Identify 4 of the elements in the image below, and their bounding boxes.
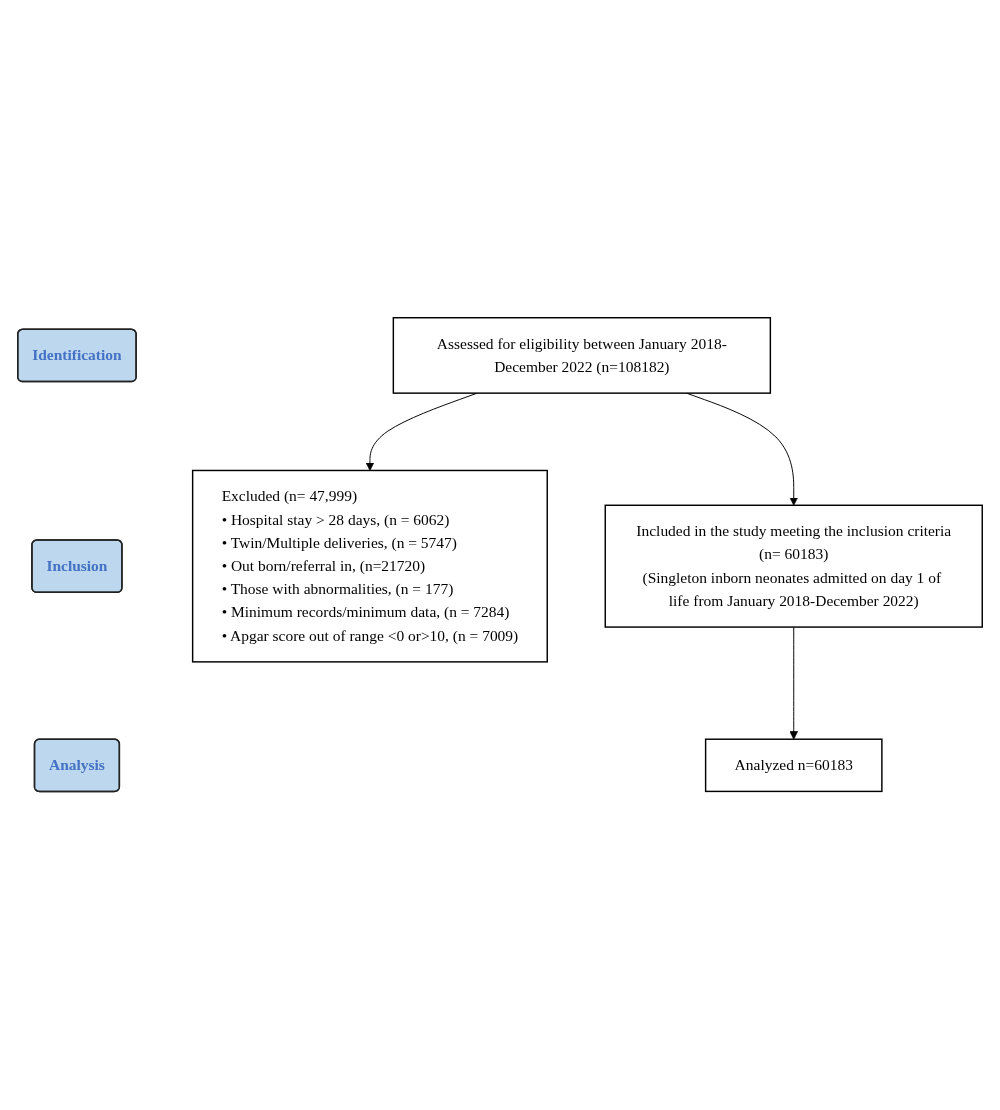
node-box: Assessed for eligibility between January 2018-December 2022 (n=108182): [392, 317, 772, 395]
node-box: Excluded (n= 47,999) • Hospital stay > 28 days, (n = 6062) • Twin/Multiple deliveries, (n = 5747) • Out born/referral in, (n=21720) • Those with abnormalities, (n = 177) • Minimum records/minimum data, (n = 7284) • Apgar score out of range <0 or>10, (n = 7009): [191, 470, 548, 663]
node-box: Analyzed n=60183: [704, 738, 883, 793]
node-box: Included in the study meeting the inclusion criteria (n= 60183) (Singleton inborn neonates admitted on day 1 of life from January 2018-December 2022): [604, 504, 983, 629]
